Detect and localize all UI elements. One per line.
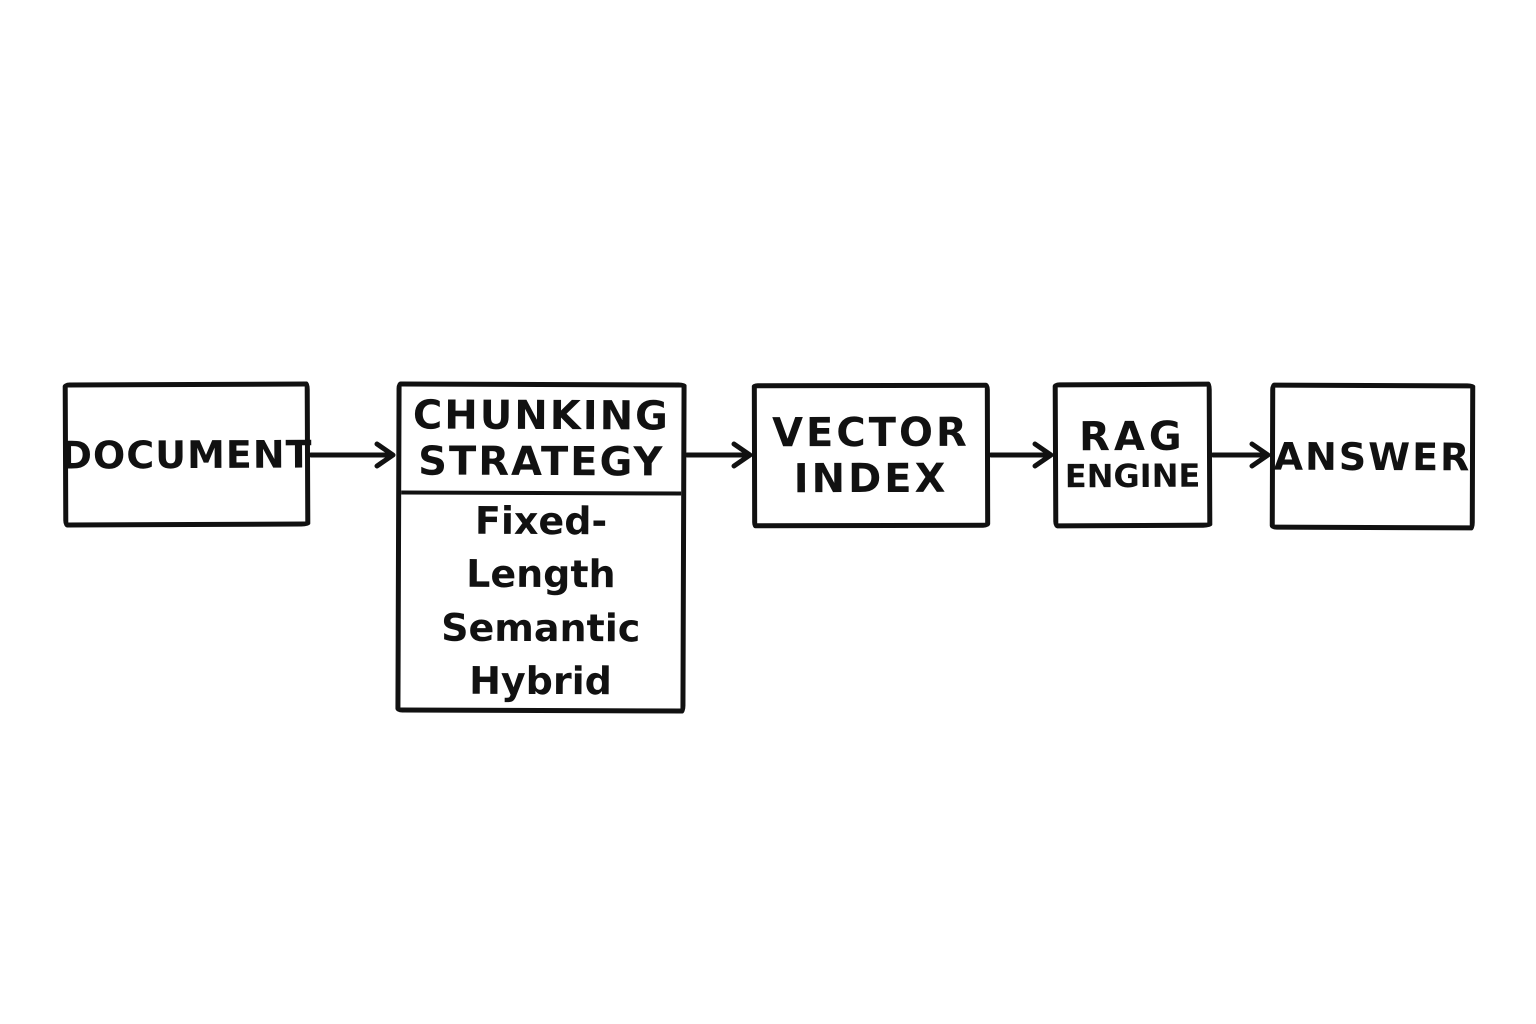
node-answer: ANSWER bbox=[1269, 382, 1476, 531]
rag-engine-line2: ENGINE bbox=[1064, 457, 1201, 496]
node-document-label: DOCUMENT bbox=[60, 431, 313, 478]
rag-engine-line1: RAG bbox=[1079, 414, 1186, 461]
arrow-vector-index-to-rag-engine bbox=[988, 441, 1054, 469]
node-vector-index: VECTOR INDEX bbox=[751, 382, 991, 529]
chunking-option-hybrid: Hybrid bbox=[469, 658, 612, 704]
arrow-document-to-chunking bbox=[308, 441, 396, 469]
chunking-title-line2: STRATEGY bbox=[418, 438, 665, 486]
arrow-chunking-to-vector-index bbox=[684, 441, 753, 469]
node-chunking-strategy-title: CHUNKING STRATEGY bbox=[401, 386, 682, 496]
vector-index-line2: INDEX bbox=[793, 455, 949, 502]
node-rag-engine-label: RAG ENGINE bbox=[1064, 414, 1201, 496]
node-chunking-strategy: CHUNKING STRATEGY Fixed-Length Semantic … bbox=[395, 381, 687, 714]
node-rag-engine: RAG ENGINE bbox=[1052, 381, 1213, 529]
chunking-option-semantic: Semantic bbox=[441, 605, 641, 650]
arrow-rag-engine-to-answer bbox=[1210, 441, 1271, 469]
node-answer-label: ANSWER bbox=[1273, 434, 1472, 479]
node-vector-index-label: VECTOR INDEX bbox=[772, 409, 970, 502]
node-document: DOCUMENT bbox=[60, 381, 313, 528]
vector-index-line1: VECTOR bbox=[772, 409, 970, 456]
chunking-option-fixed-length: Fixed-Length bbox=[466, 499, 616, 597]
chunking-title-line1: CHUNKING bbox=[412, 392, 671, 440]
node-chunking-strategy-options: Fixed-Length Semantic Hybrid bbox=[400, 495, 681, 709]
